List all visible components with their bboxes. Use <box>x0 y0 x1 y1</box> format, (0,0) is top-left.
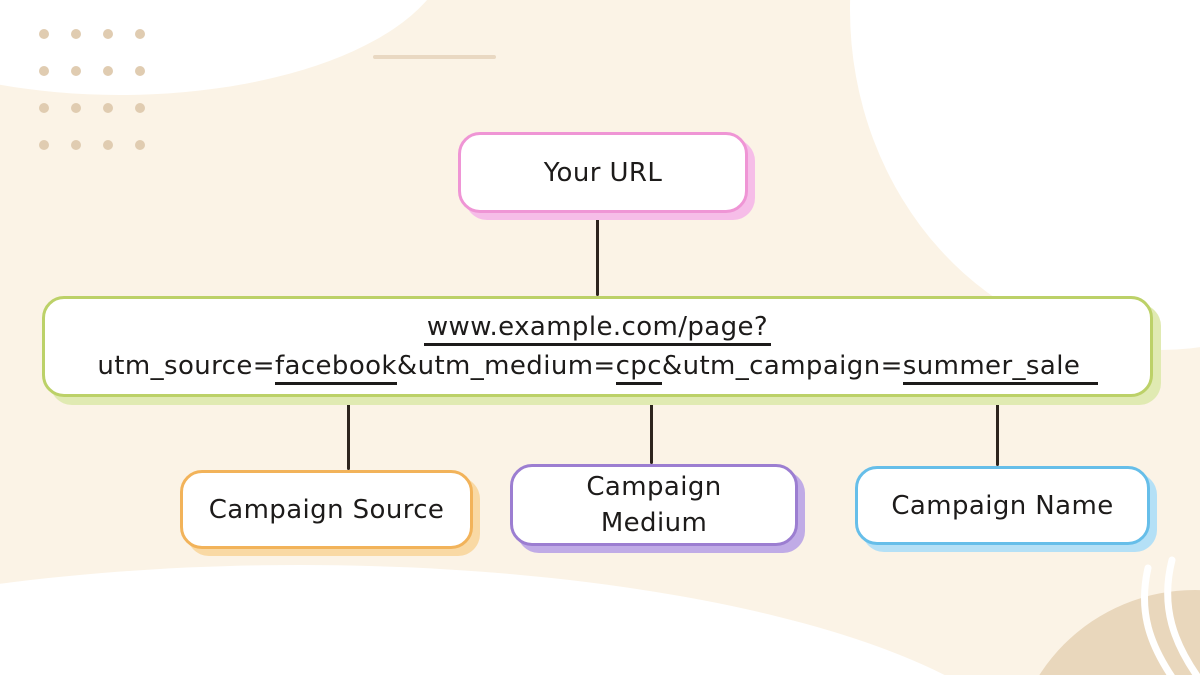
dots-grid-decoration <box>39 29 145 150</box>
url-segment: utm_source= <box>97 350 275 381</box>
white-stripe-decoration <box>1164 556 1200 675</box>
url-domain-text: www.example.com/page? <box>423 311 772 346</box>
url-segment: cpc <box>615 350 662 385</box>
connector-top <box>596 217 599 296</box>
example-url-box: www.example.com/page? utm_source=faceboo… <box>42 296 1153 397</box>
connector-name <box>996 394 999 466</box>
white-blob-top-right <box>850 0 1200 350</box>
campaign-name-box: Campaign Name <box>855 466 1150 545</box>
url-segment: summer_sale <box>902 350 1081 385</box>
url-segment: &utm_medium= <box>396 350 616 381</box>
campaign-name-label: Campaign Name <box>891 490 1114 521</box>
campaign-source-box: Campaign Source <box>180 470 473 549</box>
url-line-2: utm_source=facebook&utm_medium=cpc&utm_c… <box>97 347 1098 386</box>
connector-medium <box>650 394 653 464</box>
url-segment <box>1080 350 1098 385</box>
url-segment: facebook <box>274 350 397 385</box>
campaign-medium-box: Campaign Medium <box>510 464 798 546</box>
tan-line-decoration <box>373 55 496 59</box>
white-stripe-decoration <box>1140 564 1175 675</box>
campaign-medium-label: Campaign Medium <box>586 472 722 538</box>
campaign-source-label: Campaign Source <box>208 494 445 525</box>
url-line-1: www.example.com/page? <box>423 308 772 347</box>
white-blob-bottom-left <box>0 565 945 675</box>
your-url-box: Your URL <box>458 132 748 213</box>
url-segment: &utm_campaign= <box>661 350 903 381</box>
connector-source <box>347 394 350 470</box>
your-url-label: Your URL <box>543 157 663 188</box>
